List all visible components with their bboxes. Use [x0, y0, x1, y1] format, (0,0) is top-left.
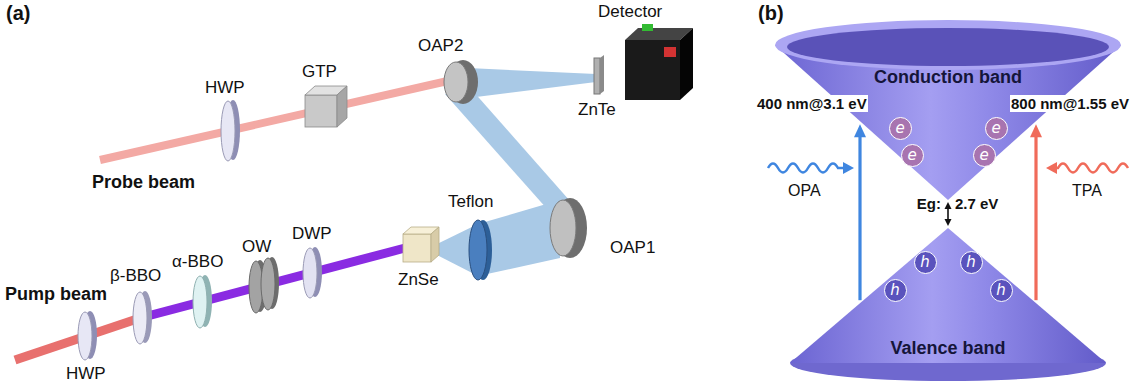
- parabolic-mirror: [550, 198, 587, 258]
- part-label: HWP: [66, 364, 106, 384]
- carrier-symbol: h: [966, 255, 976, 270]
- part-label: OW: [242, 237, 271, 257]
- glan-taylor-prism: [305, 86, 347, 127]
- hole-dot: h: [990, 279, 1013, 302]
- part-label: ZnSe: [398, 270, 439, 290]
- band-label: Conduction band: [770, 67, 1126, 88]
- carrier-symbol: h: [920, 255, 930, 270]
- panel-label: (a): [6, 2, 30, 25]
- photon-label: 400 nm@3.1 eV: [756, 95, 868, 112]
- parabolic-mirror: [444, 60, 478, 104]
- probe-beam: [100, 80, 452, 160]
- half-wave-plate: [221, 100, 240, 161]
- carrier-symbol: h: [996, 283, 1006, 298]
- photon-label: 800 nm@1.55 eV: [1010, 95, 1130, 112]
- bbo-crystal: [133, 291, 152, 344]
- pump-beam-400: [140, 248, 405, 318]
- part-label: Teflon: [448, 192, 493, 212]
- hole-dot: h: [914, 251, 937, 274]
- carrier-symbol: h: [890, 283, 900, 298]
- arrowhead: [843, 162, 854, 174]
- band-label: Valence band: [785, 338, 1111, 359]
- electron-dot: e: [985, 117, 1008, 140]
- photon-wave: [768, 164, 846, 173]
- photon-wave: [1054, 164, 1128, 173]
- part-label: OAP1: [610, 238, 655, 258]
- part-label: GTP: [302, 62, 337, 82]
- hole-dot: h: [884, 279, 907, 302]
- part-label: ZnTe: [578, 100, 616, 120]
- half-wave-plate: [78, 311, 97, 360]
- band-gap-arrow: [945, 202, 952, 226]
- teflon-filter: [469, 220, 492, 280]
- electron-dot: e: [901, 144, 924, 167]
- beam-label: Probe beam: [92, 172, 195, 193]
- pump-beam-800: [15, 318, 140, 360]
- part-label: OAP2: [418, 36, 463, 56]
- beam-label: Pump beam: [5, 284, 107, 305]
- emitter-crystal: [403, 227, 439, 262]
- panel-label: (b): [758, 2, 784, 25]
- band-gap-value: 2.7 eV: [955, 195, 998, 212]
- carrier-symbol: e: [895, 121, 904, 136]
- carrier-symbol: e: [979, 148, 988, 163]
- valence-band-cone: Valence band h h h h: [785, 226, 1111, 386]
- bbo-crystal: [193, 275, 212, 328]
- dual-wave-plate: [303, 247, 322, 298]
- part-label: DWP: [292, 224, 332, 244]
- process-label: OPA: [788, 182, 821, 200]
- process-label: TPA: [1072, 182, 1102, 200]
- valence-band-cone-shape: [785, 226, 1111, 386]
- arrowhead: [1046, 162, 1057, 174]
- thz-focus-beam: [468, 68, 596, 98]
- electron-dot: e: [889, 117, 912, 140]
- band-gap-label: Eg:: [917, 195, 941, 212]
- hole-dot: h: [960, 251, 983, 274]
- detection-crystal: [594, 55, 604, 94]
- carrier-symbol: e: [907, 148, 916, 163]
- electron-dot: e: [973, 144, 996, 167]
- part-label: Detector: [598, 2, 662, 22]
- tpa-transition-arrow: [1030, 124, 1042, 300]
- optical-window: [249, 257, 279, 313]
- carrier-symbol: e: [991, 121, 1000, 136]
- part-label: α-BBO: [172, 252, 223, 272]
- part-label: HWP: [205, 78, 245, 98]
- detector-box: [625, 24, 693, 100]
- part-label: β-BBO: [110, 266, 161, 286]
- thz-collimated-beam: [445, 90, 585, 218]
- opa-transition-arrow: [854, 124, 866, 300]
